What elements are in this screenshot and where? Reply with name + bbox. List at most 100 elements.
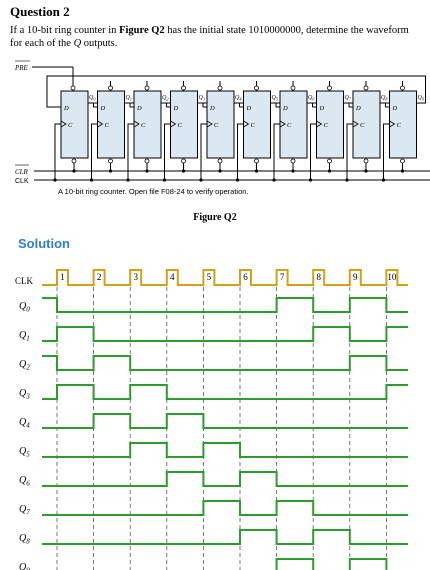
ff-d-label: D xyxy=(282,105,288,112)
question-title: Question 2 xyxy=(10,4,70,19)
output-label: Q5 xyxy=(272,95,278,102)
signal-label: Q7 xyxy=(19,504,30,517)
output-label: Q2 xyxy=(162,95,168,102)
feedback-line xyxy=(46,75,426,108)
output-label: Q7 xyxy=(345,95,352,102)
clock-drop xyxy=(54,123,61,180)
ff-c-label: C xyxy=(214,122,219,129)
clock-number: 1 xyxy=(60,272,65,282)
clock-triangle xyxy=(60,120,67,128)
ff-d-label: D xyxy=(392,105,398,112)
preset-bubble xyxy=(254,85,259,91)
output-label: Q1 xyxy=(126,95,132,102)
solution-title: Solution xyxy=(18,236,70,251)
question-text-mid: has the initial state 1010000000, determ… xyxy=(10,25,409,49)
clear-bubble xyxy=(144,158,150,164)
clr-junction xyxy=(145,169,149,173)
ff-c-label: C xyxy=(68,122,73,129)
clock-number: 8 xyxy=(316,272,321,282)
clock-waveform xyxy=(42,269,408,286)
preset-bubble xyxy=(108,85,113,91)
ff-c-label: C xyxy=(287,122,292,129)
pre-bubble xyxy=(70,85,76,91)
clock-number: 2 xyxy=(97,272,102,282)
waveform-q5 xyxy=(42,442,408,458)
clear-bubble xyxy=(363,158,369,164)
clock-number: 4 xyxy=(170,272,175,282)
ff-c-label: C xyxy=(251,122,256,129)
preset-bubble xyxy=(363,85,369,91)
waveform-q3 xyxy=(42,384,408,400)
ring-counter-diagram: PRECLRCLKDCQ0DCQ1DCQ2DCQ3DCQ4DCQ5DCQ6DCQ… xyxy=(14,60,430,185)
clock-drop xyxy=(346,123,353,180)
waveform-q1 xyxy=(42,326,408,342)
clr-junction xyxy=(72,169,76,173)
clock-drop xyxy=(164,123,171,180)
figure-label: Figure Q2 xyxy=(193,212,237,223)
clock-drop xyxy=(383,123,390,180)
clear-bubble xyxy=(290,158,296,164)
clock-drop xyxy=(91,123,98,180)
ff-d-label: D xyxy=(136,105,142,112)
clk-junction xyxy=(53,178,57,182)
waveform-q2 xyxy=(42,355,408,371)
signal-label: Q4 xyxy=(19,417,30,430)
clock-triangle xyxy=(352,120,359,128)
clk-junction xyxy=(308,178,313,182)
signal-label: Q6 xyxy=(19,475,30,488)
preset-bubble xyxy=(400,85,405,91)
ff-d-label: D xyxy=(173,105,179,112)
signal-label: Q3 xyxy=(19,388,30,401)
clock-number: 5 xyxy=(207,272,212,282)
clear-bubble xyxy=(71,158,77,164)
waveform-q0 xyxy=(42,297,408,313)
clock-triangle xyxy=(243,120,250,128)
clr-junction xyxy=(254,169,259,173)
q-symbol: Q xyxy=(73,38,82,49)
clk-junction xyxy=(89,178,94,182)
signal-label: Q0 xyxy=(19,301,30,314)
clr-junction xyxy=(108,169,113,173)
clock-drop xyxy=(237,123,244,180)
clr-junction xyxy=(218,169,222,173)
preset-bubble xyxy=(290,85,296,91)
clear-bubble xyxy=(254,158,259,164)
clk-junction xyxy=(345,178,349,182)
ff-c-label: C xyxy=(141,122,146,129)
ff-c-label: C xyxy=(105,122,110,129)
clr-junction xyxy=(364,169,368,173)
clock-number: 6 xyxy=(243,272,248,282)
clock-number: 3 xyxy=(133,272,138,282)
ff-d-label: D xyxy=(319,105,325,112)
clk-junction xyxy=(272,178,276,182)
clock-drop xyxy=(127,123,134,180)
clear-bubble xyxy=(108,158,113,164)
output-label: Q3 xyxy=(199,95,205,102)
question-text-suffix: outputs. xyxy=(81,38,118,49)
question-text-prefix: If a 10-bit ring counter in xyxy=(10,25,120,36)
signal-label: Q1 xyxy=(19,330,30,343)
clk-junction xyxy=(162,178,167,182)
waveform-q9 xyxy=(275,558,388,570)
waveform-q8 xyxy=(42,529,408,545)
output-label: Q8 xyxy=(381,95,388,102)
ff-c-label: C xyxy=(324,122,329,129)
clock-number: 9 xyxy=(353,272,358,282)
signal-label: Q5 xyxy=(19,446,30,459)
waveform-q6 xyxy=(42,471,408,487)
pre-label: PRE xyxy=(14,64,29,72)
clk-junction xyxy=(199,178,203,182)
output-label: Q0 xyxy=(89,95,96,102)
flip-flop-2: D C Q2 xyxy=(126,81,171,182)
clock-triangle xyxy=(133,120,140,128)
clr-label: CLR xyxy=(15,168,29,176)
figure-reference: Figure Q2 xyxy=(119,25,165,36)
clk-junction xyxy=(126,178,130,182)
clock-drop xyxy=(310,123,317,180)
signal-label: Q8 xyxy=(19,533,30,546)
clock-number: 7 xyxy=(280,272,285,282)
clock-triangle xyxy=(316,120,323,128)
